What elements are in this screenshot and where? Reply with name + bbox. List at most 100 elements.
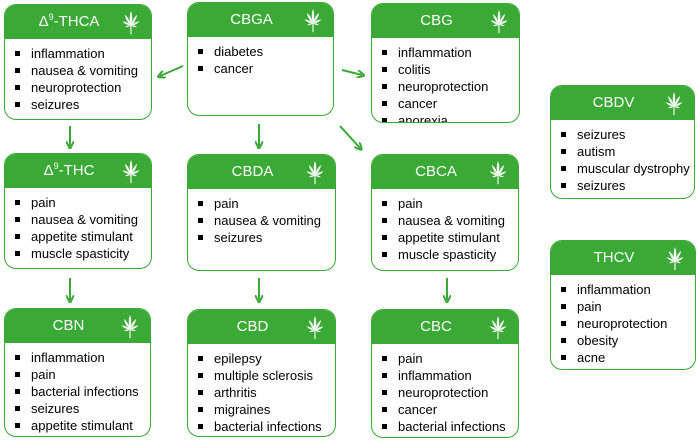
cannabis-leaf-icon [484,313,512,341]
list-item: arthritis [196,384,329,401]
list-item: bacterial infections [196,418,329,435]
list-item: appetite stimulant [13,228,145,245]
list-item: seizures [13,96,145,113]
list-item: pain [13,366,144,383]
card-title-cbd: CBD [236,318,269,335]
list-item: pain [380,350,512,367]
list-item: autism [559,143,688,160]
card-header: CBDA [188,155,335,189]
list-item: seizures [196,229,329,246]
cannabis-leaf-icon [301,158,329,186]
cannabis-leaf-icon [660,89,688,117]
card-header: CBN [5,309,150,343]
list-item: inflammation [13,349,144,366]
list-item: seizures [559,177,688,194]
list-item: acne [559,349,689,366]
cannabis-leaf-icon [484,158,512,186]
card-header: CBDV [551,86,694,120]
list-item: appetite stimulant [13,417,144,434]
card-title-cbga: CBGA [230,11,273,28]
list-item: muscle spasticity [380,246,512,263]
list-item: nausea & vomiting [196,212,329,229]
list-item: neuroprotection [380,78,513,95]
list-item: appetite stimulant [380,229,512,246]
cannabis-leaf-icon [301,313,329,341]
list-item: seizures [559,126,688,143]
list-item: neuroprotection [13,79,145,96]
card-title-cbn: CBN [52,317,85,334]
card-header: CBCA [372,155,518,189]
card-title-cbc: CBC [420,318,452,335]
list-item: seizures [13,400,144,417]
list-item: nausea & vomiting [13,62,145,79]
card-title-thcv: THCV [593,249,635,266]
card-header: CBD [188,310,335,344]
list-item: pain [196,195,329,212]
cannabis-leaf-icon [299,6,327,34]
arrow-cbga-to-cbca [339,125,360,148]
list-item: bacterial infections [380,418,512,435]
list-item: nausea & vomiting [13,211,145,228]
cannabis-leaf-icon [661,244,689,272]
list-item: cancer [380,95,513,112]
list-item: inflammation [380,367,512,384]
list-item: pain [559,298,689,315]
card-header: CBC [372,310,518,344]
list-item: inflammation [380,44,513,61]
card-header: Δ9-THCA [5,5,151,39]
list-item: cancer [380,401,512,418]
cannabis-leaf-icon [117,157,145,185]
card-title-cbdv: CBDV [592,94,635,111]
list-item: pain [13,194,145,211]
list-item: obesity [559,332,689,349]
list-item: multiple sclerosis [196,367,329,384]
card-header: THCV [551,241,695,275]
card-title-cbda: CBDA [231,163,274,180]
cannabis-leaf-icon [117,8,145,36]
list-item: nausea & vomiting [380,212,512,229]
card-header: CBG [372,4,519,38]
card-title-thca: Δ9-THCA [38,12,100,31]
list-item: cancer [196,60,327,77]
list-item: anorexia [380,112,513,122]
list-item: muscular dystrophy [559,160,690,177]
list-item: neuroprotection [380,384,512,401]
list-item: neuroprotection [559,315,689,332]
list-item: muscle spasticity [13,245,145,262]
cannabis-leaf-icon [485,7,513,35]
card-title-thc: Δ9-THC [43,161,95,180]
card-title-cbg: CBG [420,12,453,29]
card-header: Δ9-THC [5,154,151,188]
list-item: pain [380,195,512,212]
card-header: CBGA [188,3,333,37]
card-title-cbca: CBCA [415,163,457,180]
list-item: inflammation [559,281,689,298]
list-item: bacterial infections [13,383,144,400]
arrow-cbga-to-cbg [341,69,362,75]
list-item: colitis [380,61,513,78]
list-item: migraines [196,401,329,418]
arrow-cbga-to-thca [160,65,184,76]
cannabis-leaf-icon [116,312,144,340]
